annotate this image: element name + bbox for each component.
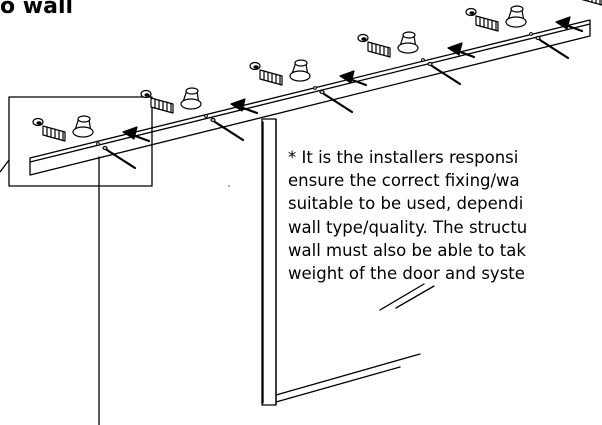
- fixing-assembly: [140, 87, 259, 142]
- wall-plug-icon: [42, 125, 66, 142]
- screw-shaft-icon: [105, 148, 137, 170]
- door-panel: [261, 118, 435, 406]
- note-line: * It is the installers responsi: [288, 148, 519, 167]
- wall-plug-icon: [259, 69, 283, 86]
- rail-holes: [96, 32, 533, 146]
- arrowhead-icon: [555, 16, 571, 30]
- note-line: wall type/quality. The structu: [288, 217, 528, 237]
- screw-head-icon: [319, 89, 325, 95]
- fixing-assembly: [357, 31, 476, 86]
- screw-shaft-icon: [538, 38, 570, 60]
- screw-head-icon: [535, 35, 541, 41]
- arrowhead-icon: [230, 98, 246, 112]
- arrowhead-icon: [122, 126, 138, 140]
- note-line: ensure the correct fixing/wa: [288, 171, 520, 191]
- wall-plug-icon: [581, 0, 602, 6]
- rail-hole-icon: [529, 32, 533, 36]
- wall-plug-icon: [367, 41, 391, 58]
- screw-shaft-icon: [213, 120, 245, 142]
- wall-plug-icon: [475, 15, 499, 32]
- screw-shaft-icon: [322, 92, 354, 114]
- fixing-assembly: [32, 115, 151, 170]
- detail-callout-box: [8, 96, 153, 187]
- callout-leader-left: [0, 159, 10, 173]
- track-rail: [29, 19, 591, 176]
- screw-head-icon: [427, 61, 433, 67]
- screw-head-icon: [210, 117, 216, 123]
- rail-hole-icon: [421, 58, 425, 62]
- note-line: wall must also be able to tak: [288, 240, 526, 260]
- screw-shaft-icon: [430, 64, 462, 86]
- rail-hole-icon: [204, 114, 208, 118]
- arrowhead-icon: [447, 42, 463, 56]
- rail-hole-icon: [96, 142, 100, 146]
- note-line: suitable to be used, dependi: [288, 194, 524, 214]
- rail-hole-icon: [313, 86, 317, 90]
- fixing-assembly: [465, 5, 584, 60]
- installer-note: * It is the installers responsi ensure t…: [288, 146, 602, 285]
- wall-plug-icon: [150, 97, 174, 114]
- fixing-assembly: [581, 0, 602, 6]
- section-heading: o wall: [0, 0, 74, 19]
- fixings-group: [32, 0, 602, 170]
- note-line: weight of the door and syste: [288, 263, 525, 283]
- arrowhead-icon: [339, 70, 355, 84]
- fixing-assembly: [249, 59, 368, 114]
- screw-head-icon: [102, 145, 108, 151]
